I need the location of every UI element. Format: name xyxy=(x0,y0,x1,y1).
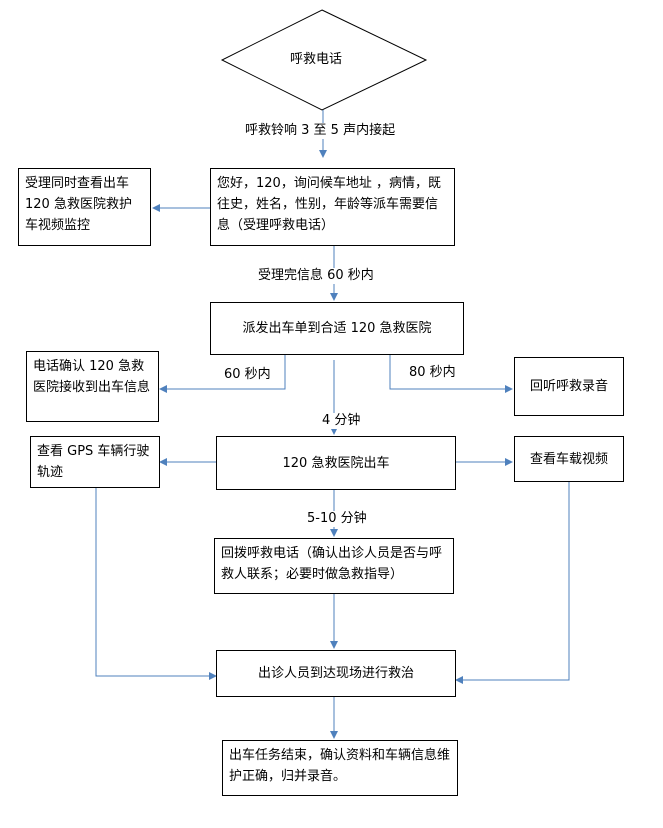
node-callback: 回拨呼救电话（确认出诊人员是否与呼救人联系；必要时做急救指导） xyxy=(214,538,454,594)
edge-label-left60: 60 秒内 xyxy=(224,367,271,383)
arrow-video-to-arrive xyxy=(455,482,570,684)
node-video: 查看车载视频 xyxy=(514,436,624,482)
arrow-gps-to-arrive xyxy=(95,488,217,680)
arrow-dispatch-to-replay xyxy=(389,355,513,393)
node-replay: 回听呼救录音 xyxy=(514,357,624,416)
arrow-dispatch-to-confirm xyxy=(159,355,286,393)
node-arrive: 出诊人员到达现场进行救治 xyxy=(216,650,456,697)
edge-label-min4: 4 分钟 xyxy=(322,413,361,429)
edge-label-info60: 受理完信息 60 秒内 xyxy=(258,268,374,284)
node-confirm: 电话确认 120 急救医院接收到出车信息 xyxy=(26,351,159,422)
node-accept: 您好，120，询问候车地址 ，病情，既往史，姓名，性别，年龄等派车需要信息（受理… xyxy=(210,168,455,246)
node-monitor: 受理同时查看出车 120 急救医院救护车视频监控 xyxy=(18,168,151,246)
node-gps: 查看 GPS 车辆行驶轨迹 xyxy=(30,436,160,488)
decision-diamond-shape xyxy=(220,9,428,111)
edge-label-min510: 5-10 分钟 xyxy=(307,511,367,527)
edge-label-right80: 80 秒内 xyxy=(409,365,456,381)
node-finish: 出车任务结束，确认资料和车辆信息维护正确，归并录音。 xyxy=(222,740,458,796)
node-depart: 120 急救医院出车 xyxy=(216,436,456,490)
edge-label-ring: 呼救铃响 3 至 5 声内接起 xyxy=(245,123,396,139)
node-dispatch: 派发出车单到合适 120 急救医院 xyxy=(210,302,464,355)
node-call-label: 呼救电话 xyxy=(290,52,343,67)
